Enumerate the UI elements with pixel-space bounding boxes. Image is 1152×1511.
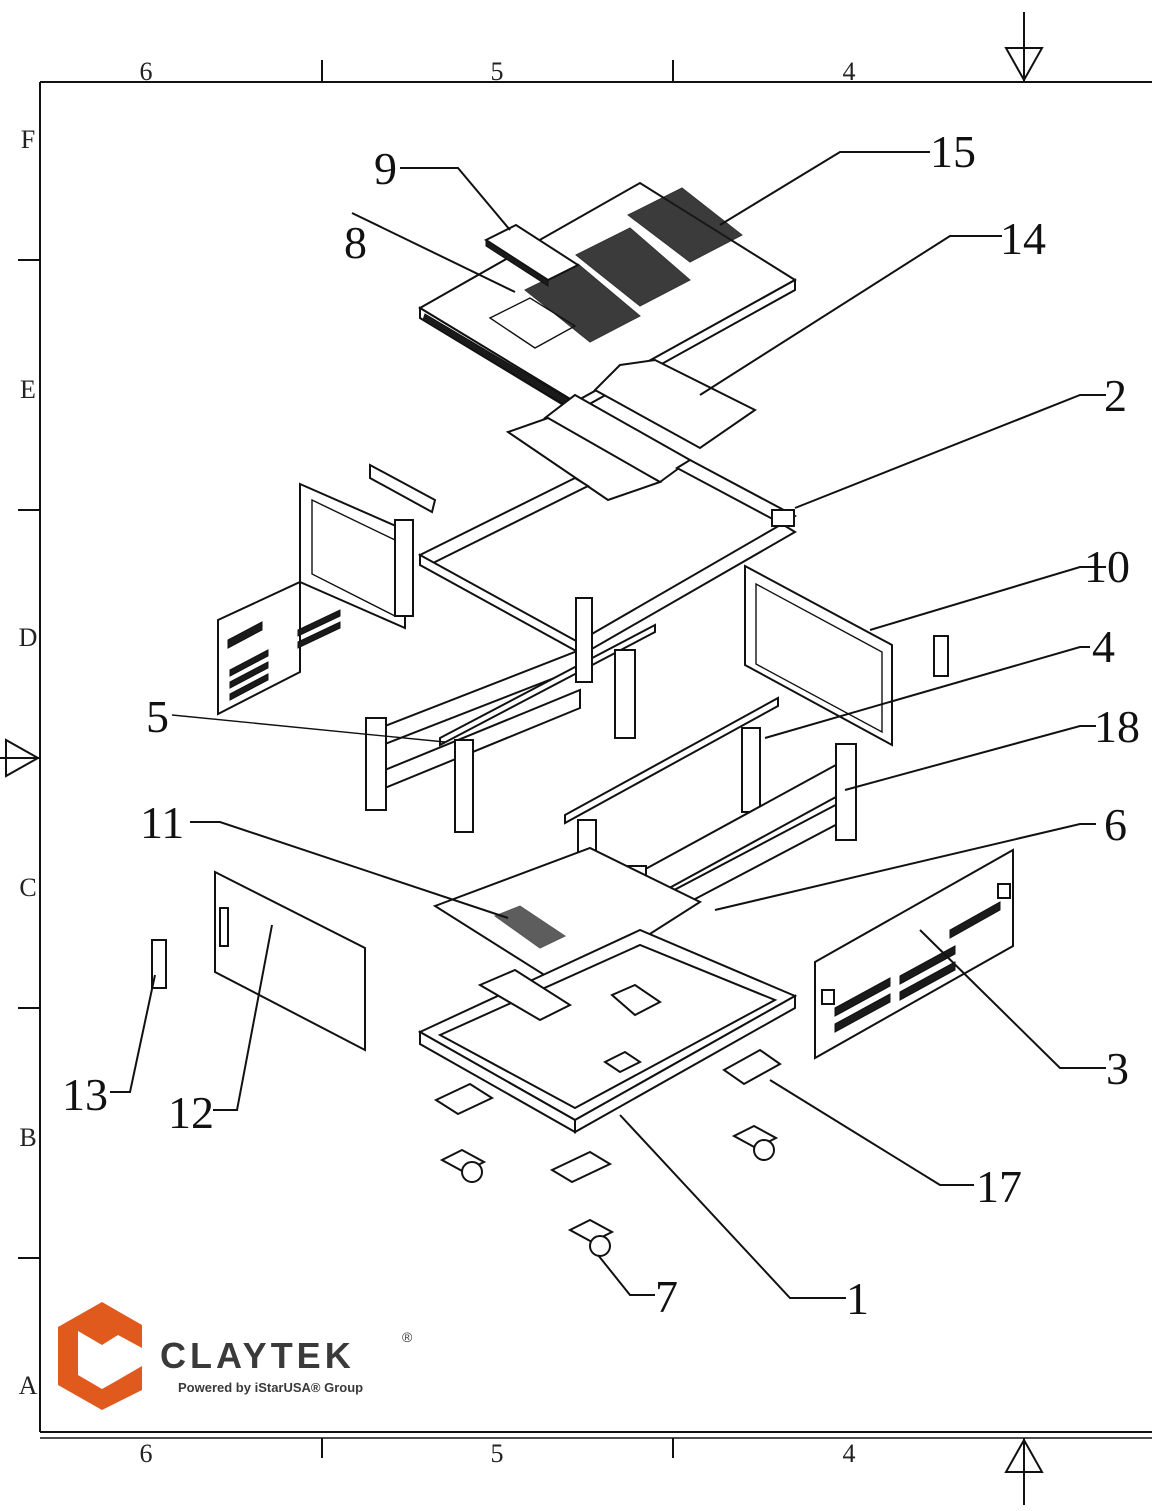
side-ruler-label: A: [19, 1371, 38, 1400]
top-ruler-label: 6: [140, 57, 153, 86]
left-side-panel-part: [217, 463, 437, 716]
callout-6: 6: [1104, 799, 1127, 850]
side-ruler-label: C: [19, 873, 36, 902]
bottom-ruler-labels: 6 5 4: [140, 1439, 856, 1468]
callout-9: 9: [374, 143, 397, 194]
side-door-part: [744, 564, 949, 747]
claytek-logo-mark: [58, 1302, 142, 1410]
callout-5: 5: [146, 691, 169, 742]
side-ruler-label: D: [19, 623, 38, 652]
callout-3: 3: [1106, 1043, 1129, 1094]
callout-1: 1: [846, 1273, 869, 1324]
bottom-ruler-label: 6: [140, 1439, 153, 1468]
claytek-logo: CLAYTEK ® Powered by iStarUSA® Group: [58, 1302, 413, 1410]
center-mark-left: [0, 738, 41, 778]
handle-plate-part: [483, 223, 581, 287]
side-ruler-label: F: [21, 125, 35, 154]
top-ruler-labels: 6 5 4: [140, 57, 856, 86]
top-ruler-label: 4: [843, 57, 856, 86]
callout-labels: 15 9 8 14 2 10 4 5 18 11 6 3 13 12 17 7 …: [62, 126, 1140, 1324]
callout-8: 8: [344, 217, 367, 268]
callout-18: 18: [1094, 701, 1140, 752]
side-ruler-label: E: [20, 375, 36, 404]
callout-12: 12: [168, 1087, 214, 1138]
center-mark-bottom: [1004, 1437, 1044, 1505]
callout-4: 4: [1092, 621, 1115, 672]
front-door-part: [214, 870, 366, 1052]
callout-7: 7: [655, 1271, 678, 1322]
center-mark-top: [1004, 12, 1044, 83]
rear-rails-part: [365, 597, 656, 833]
bottom-ruler-label: 4: [843, 1439, 856, 1468]
callout-14: 14: [1000, 213, 1046, 264]
bracket-part: [433, 1048, 782, 1184]
logo-tagline: Powered by iStarUSA® Group: [178, 1380, 363, 1395]
top-frame-part: [417, 458, 798, 654]
mid-shelf-part: [432, 846, 703, 990]
front-rails-part: [564, 696, 857, 963]
logo-brand-text: CLAYTEK: [160, 1335, 355, 1376]
front-vented-panel-part: [814, 848, 1014, 1060]
logo-registered-mark: ®: [402, 1329, 413, 1345]
callout-11: 11: [140, 797, 184, 848]
callout-13: 13: [62, 1069, 108, 1120]
bottom-ruler-label: 5: [491, 1439, 504, 1468]
base-frame-part: [417, 928, 798, 1134]
callout-10: 10: [1084, 541, 1130, 592]
caster-part: [439, 1124, 779, 1257]
drawing-frame: [0, 12, 1152, 1505]
callout-leaders: [110, 151, 1106, 1299]
callout-15: 15: [930, 126, 976, 177]
side-ruler-labels: F E D C B A: [19, 125, 38, 1400]
callout-17: 17: [976, 1161, 1022, 1212]
callout-2: 2: [1104, 370, 1127, 421]
inner-plates-part: [505, 358, 757, 502]
top-ruler-label: 5: [491, 57, 504, 86]
side-ruler-label: B: [19, 1123, 36, 1152]
